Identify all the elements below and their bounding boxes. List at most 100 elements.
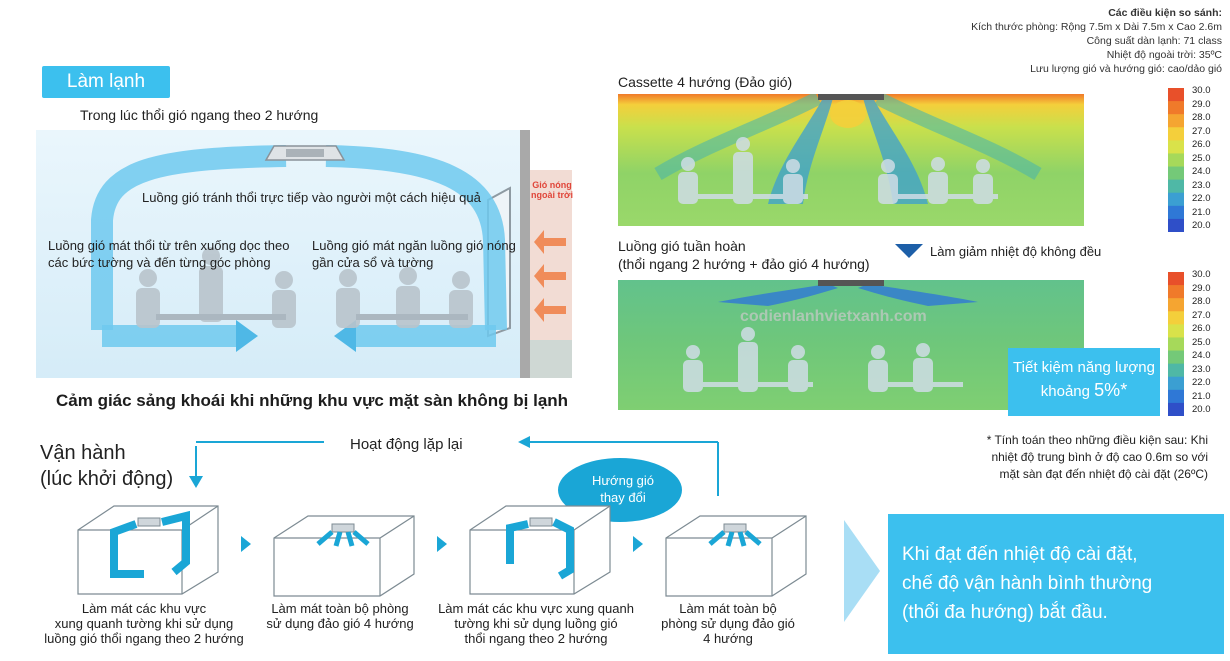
step3-room-box xyxy=(469,505,611,595)
final-line-2: chế độ vận hành bình thường xyxy=(902,573,1153,594)
watermark: codienlanhvietxanh.com xyxy=(740,308,927,325)
scale1-30: 30.0 xyxy=(1192,85,1211,96)
scale2-24: 24.0 xyxy=(1192,350,1211,361)
scale1-22: 22.0 xyxy=(1192,193,1211,204)
saving-line-2: khoảng 5%* xyxy=(1008,378,1160,404)
cooling-subtitle: Trong lúc thổi gió ngang theo 2 hướng xyxy=(80,107,319,123)
cassette-grille xyxy=(286,149,324,157)
repeat-label: Hoạt động lặp lại xyxy=(350,436,463,453)
scale-swatch xyxy=(1168,298,1184,312)
scale1-20: 20.0 xyxy=(1192,220,1211,231)
mode-label-cooling: Làm lạnh xyxy=(42,66,170,98)
simulation-circulation xyxy=(618,280,1084,410)
scale2-22: 22.0 xyxy=(1192,377,1211,388)
step2-room-box xyxy=(273,515,415,597)
scale2-20: 20.0 xyxy=(1192,404,1211,415)
scale1-29: 29.0 xyxy=(1192,98,1211,110)
scale1-21: 21.0 xyxy=(1192,206,1211,218)
scale-swatch xyxy=(1168,192,1184,207)
scale2-21: 21.0 xyxy=(1192,390,1211,402)
cold-jet-right xyxy=(863,98,928,204)
step-arrow-3 xyxy=(633,536,643,552)
scale-swatch xyxy=(1168,153,1184,168)
temperature-labels-1: 30.0 29.0 28.0 27.0 26.0 25.0 24.0 23.0 … xyxy=(1192,84,1211,233)
scale1-23: 23.0 xyxy=(1192,179,1211,191)
scale-swatch xyxy=(1168,140,1184,154)
saving-prefix: khoảng xyxy=(1040,383,1095,400)
scale1-25: 25.0 xyxy=(1192,152,1211,164)
condition-outdoor-temp: Nhiệt độ ngoài trời: 35ºC xyxy=(1106,49,1222,61)
run-line-1: Vận hành xyxy=(40,442,126,464)
scale1-27: 27.0 xyxy=(1192,125,1211,137)
note-cool-air-walls-2: các bức tường và đến từng góc phòng xyxy=(48,255,271,270)
step2-line-2: sử dụng đảo gió 4 hướng xyxy=(266,616,414,631)
scale2-30: 30.0 xyxy=(1192,269,1211,280)
repeat-line-left xyxy=(196,441,324,443)
people-sim1 xyxy=(678,137,998,204)
airflow-right xyxy=(325,145,507,331)
scale-swatch xyxy=(1168,179,1184,194)
scale1-24: 24.0 xyxy=(1192,166,1211,177)
temperature-labels-2: 30.0 29.0 28.0 27.0 26.0 25.0 24.0 23.0 … xyxy=(1192,268,1211,417)
step2-caption: Làm mát toàn bộ phòng sử dụng đảo gió 4 … xyxy=(240,601,440,631)
step-arrow-2 xyxy=(437,536,447,552)
wall xyxy=(520,130,530,378)
scale-swatch xyxy=(1168,337,1184,352)
note-block-hot-air-2: gần cửa sổ và tường xyxy=(312,255,434,270)
bubble-line-1: Hướng gió xyxy=(591,473,655,488)
airflow-left xyxy=(91,145,287,330)
step4-room-box xyxy=(665,515,807,597)
scale-swatch xyxy=(1168,389,1184,404)
hot-outside-air-label: Gió nóng ngoài trời xyxy=(528,180,576,200)
step-arrow-1 xyxy=(241,536,251,552)
condition-room-size: Kích thước phòng: Rộng 7.5m x Dài 7.5m x… xyxy=(971,21,1222,33)
scale-swatch xyxy=(1168,101,1184,115)
step4-line-2: phòng sử dụng đảo gió xyxy=(661,616,795,631)
footnote-line-1: * Tính toán theo những điều kiện sau: Kh… xyxy=(986,433,1208,447)
step3-line-2: tường khi sử dụng luồng gió xyxy=(454,616,618,631)
note-avoid-direct-airflow: Luồng gió tránh thổi trực tiếp vào người… xyxy=(142,190,481,205)
step1-line-2: xung quanh tường khi sử dụng xyxy=(54,616,234,631)
step3-line-1: Làm mát các khu vực xung quanh xyxy=(438,601,634,616)
step3-line-3: thổi ngang theo 2 hướng xyxy=(464,631,608,646)
hot-air-line-2: ngoài trời xyxy=(531,190,573,200)
scale2-27: 27.0 xyxy=(1192,309,1211,321)
footnote-line-2: nhiệt độ trung bình ở độ cao 0.6m so với xyxy=(991,450,1208,464)
chevron-right-icon xyxy=(844,520,880,622)
people-left xyxy=(136,247,296,328)
condition-capacity: Công suất dàn lạnh: 71 class xyxy=(1086,35,1222,47)
step3-caption: Làm mát các khu vực xung quanh tường khi… xyxy=(422,601,650,646)
repeat-arrow-right xyxy=(518,436,719,496)
headline-comfort: Cảm giác sảng khoái khi những khu vực mặ… xyxy=(56,391,569,410)
final-line-1: Khi đạt đến nhiệt độ cài đặt, xyxy=(902,544,1138,565)
scale-swatch xyxy=(1168,218,1184,232)
room-airflow-illustration xyxy=(36,130,572,378)
arrow-down-icon xyxy=(189,446,203,488)
step1-line-1: Làm mát các khu vực xyxy=(81,601,207,616)
energy-saving-badge: Tiết kiệm năng lượng khoảng 5%* xyxy=(1008,348,1160,416)
scale1-28: 28.0 xyxy=(1192,112,1211,123)
simulation-cassette-swing xyxy=(618,94,1084,226)
scale-swatch xyxy=(1168,114,1184,128)
conditions-title: Các điều kiện so sánh: xyxy=(1108,7,1222,19)
note-block-hot-air-1: Luồng gió mát ngăn luồng gió nóng xyxy=(312,238,516,253)
scale-swatch xyxy=(1168,376,1184,391)
scale2-29: 29.0 xyxy=(1192,282,1211,294)
hot-air-arrows xyxy=(534,230,566,322)
temperature-scale-1 xyxy=(1168,88,1184,232)
scale2-28: 28.0 xyxy=(1192,296,1211,307)
scale-swatch xyxy=(1168,127,1184,141)
footnote: * Tính toán theo những điều kiện sau: Kh… xyxy=(987,432,1208,483)
saving-percent: 5%* xyxy=(1094,380,1128,400)
hot-air-line-1: Gió nóng xyxy=(532,180,572,190)
scale-swatch xyxy=(1168,363,1184,378)
scale-swatch xyxy=(1168,350,1184,365)
scale-swatch xyxy=(1168,311,1184,325)
temperature-scale-2 xyxy=(1168,272,1184,416)
step2-line-1: Làm mát toàn bộ phòng xyxy=(271,601,409,616)
saving-line-1: Tiết kiệm năng lượng xyxy=(1013,359,1155,376)
footnote-line-3: mặt sàn đạt đến nhiệt độ cài đặt (26ºC) xyxy=(999,467,1208,481)
arrow-floor-left xyxy=(236,320,258,352)
reduce-uneven-temperature-note: Làm giảm nhiệt độ không đều xyxy=(930,244,1102,259)
scale1-26: 26.0 xyxy=(1192,139,1211,150)
